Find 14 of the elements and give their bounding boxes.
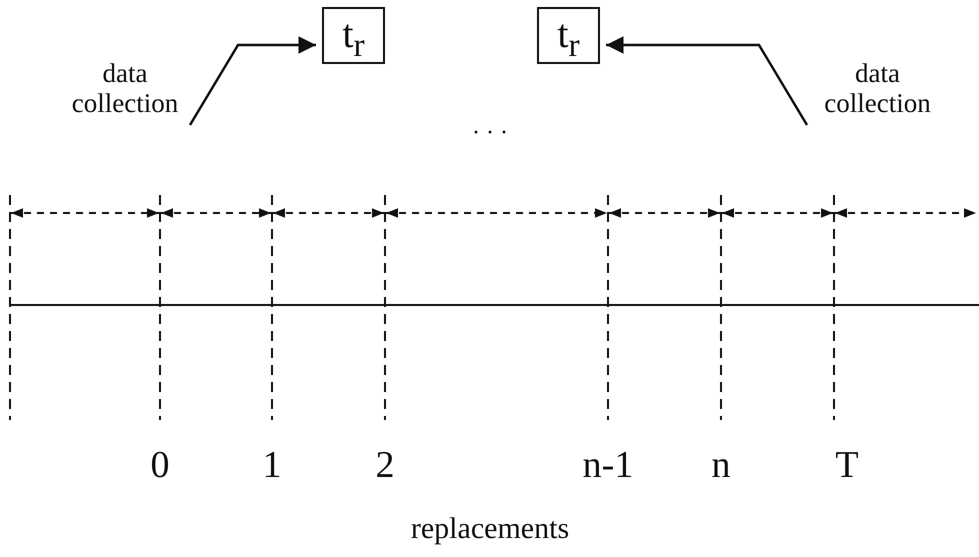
term-box: t$_{r}$	[322, 7, 385, 64]
ellipsis: · · ·	[472, 120, 508, 146]
axis-title: replacements	[410, 512, 570, 545]
tick-label: 0	[150, 444, 170, 486]
tick-label: T	[835, 444, 859, 486]
arrow	[188, 36, 316, 126]
annotation-text: data collection	[800, 58, 955, 118]
tick-label: 2	[376, 444, 394, 486]
annotation-text: data collection	[55, 58, 195, 118]
arrow	[606, 36, 808, 126]
tick-label: n	[712, 444, 730, 486]
tick-label: 1	[262, 444, 282, 486]
tick-label: n-1	[582, 444, 634, 486]
term-box: t$_{r}$	[537, 7, 600, 64]
